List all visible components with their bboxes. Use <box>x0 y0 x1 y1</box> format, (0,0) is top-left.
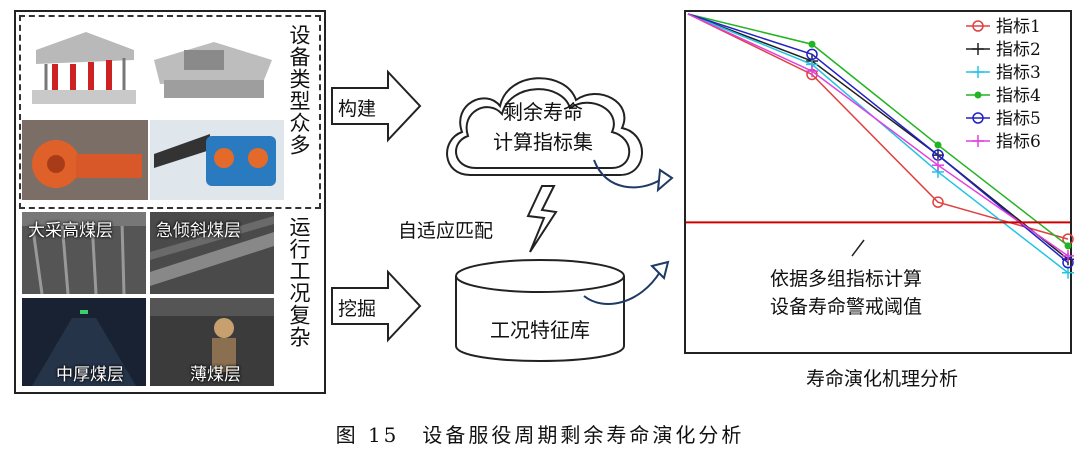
series-5-point-1 <box>806 48 818 61</box>
complex-conditions-label: 运行工况复杂 <box>287 216 311 348</box>
annotation-line1: 依据多组指标计算 <box>769 268 922 290</box>
curved-arrow-upper <box>593 159 674 193</box>
equipment-photo-conveyor <box>150 120 284 200</box>
equipment-photo-shield-support <box>26 20 142 118</box>
series-3-point-3 <box>1062 266 1074 279</box>
cloud-text-line1: 剩余寿命 <box>503 100 583 124</box>
photo-label: 中厚煤层 <box>56 365 124 385</box>
annotation-pointer <box>851 239 865 257</box>
life-evolution-chart: 指标1 指标2 指标3 指标4 指标5 指标6 <box>684 10 1074 354</box>
build-label: 构建 <box>338 98 377 120</box>
adaptive-match-label: 自适应匹配 <box>398 220 494 242</box>
middle-graphics <box>331 69 674 362</box>
photo-label: 大采高煤层 <box>28 221 113 241</box>
photo-label: 薄煤层 <box>190 365 241 385</box>
mine-arrow <box>331 269 422 343</box>
series-6-point-1 <box>806 65 818 78</box>
series-line-4 <box>687 13 1069 247</box>
series-line-5 <box>687 13 1069 264</box>
series-line-1 <box>687 13 1069 240</box>
legend-marker-1 <box>972 20 984 32</box>
legend-label-1: 指标1 <box>996 17 1041 37</box>
series-4-point-1 <box>808 40 816 48</box>
legend-label-6: 指标6 <box>996 132 1041 152</box>
condition-photo-steep-seam: 急倾斜煤层 <box>150 212 274 294</box>
cloud-shape <box>446 77 643 176</box>
database-label: 工况特征库 <box>490 318 590 342</box>
series-6-point-3 <box>1062 249 1074 262</box>
annotation-line2: 设备寿命警戒阈值 <box>769 296 922 318</box>
legend-marker-2 <box>972 43 984 55</box>
legend-marker-5 <box>972 112 984 124</box>
database-cylinder <box>455 259 625 362</box>
legend-label-5: 指标5 <box>996 109 1041 129</box>
lightning-icon <box>526 185 558 253</box>
equipment-variety-label: 设备类型众多 <box>287 24 311 156</box>
legend-label-3: 指标3 <box>996 63 1041 83</box>
cloud-text-line2: 计算指标集 <box>493 130 593 154</box>
condition-photo-thin-seam: 薄煤层 <box>150 298 274 386</box>
series-line-6 <box>687 13 1069 257</box>
build-arrow <box>331 69 422 143</box>
condition-photo-medium-seam: 中厚煤层 <box>22 298 146 386</box>
left-panel: 设备类型众多 大采高煤层 急倾斜煤层 中厚煤层 薄煤层 <box>14 10 326 394</box>
figure-caption: 图 15 设备服役周期剩余寿命演化分析 <box>335 423 745 447</box>
series-line-2 <box>687 13 1069 260</box>
condition-photo-thick-seam: 大采高煤层 <box>22 212 146 294</box>
legend-label-4: 指标4 <box>996 86 1041 106</box>
chart-frame <box>684 10 1072 354</box>
series-6-point-2 <box>932 159 944 172</box>
legend-marker-3 <box>972 66 984 78</box>
series-4-point-2 <box>934 141 942 149</box>
equipment-photo-shearer <box>22 120 148 200</box>
series-4-point-3 <box>1064 242 1072 250</box>
curved-arrow-lower <box>583 260 670 305</box>
mine-label: 挖掘 <box>338 298 377 320</box>
legend-marker-4 <box>974 91 982 99</box>
photo-label: 急倾斜煤层 <box>156 221 241 241</box>
legend-marker-6 <box>972 135 984 147</box>
equipment-photo-roadheader <box>144 20 280 118</box>
equipment-dashed-box <box>19 15 321 209</box>
series-1-point-2 <box>932 196 944 208</box>
chart-title: 寿命演化机理分析 <box>805 368 958 390</box>
legend-label-2: 指标2 <box>996 40 1041 60</box>
